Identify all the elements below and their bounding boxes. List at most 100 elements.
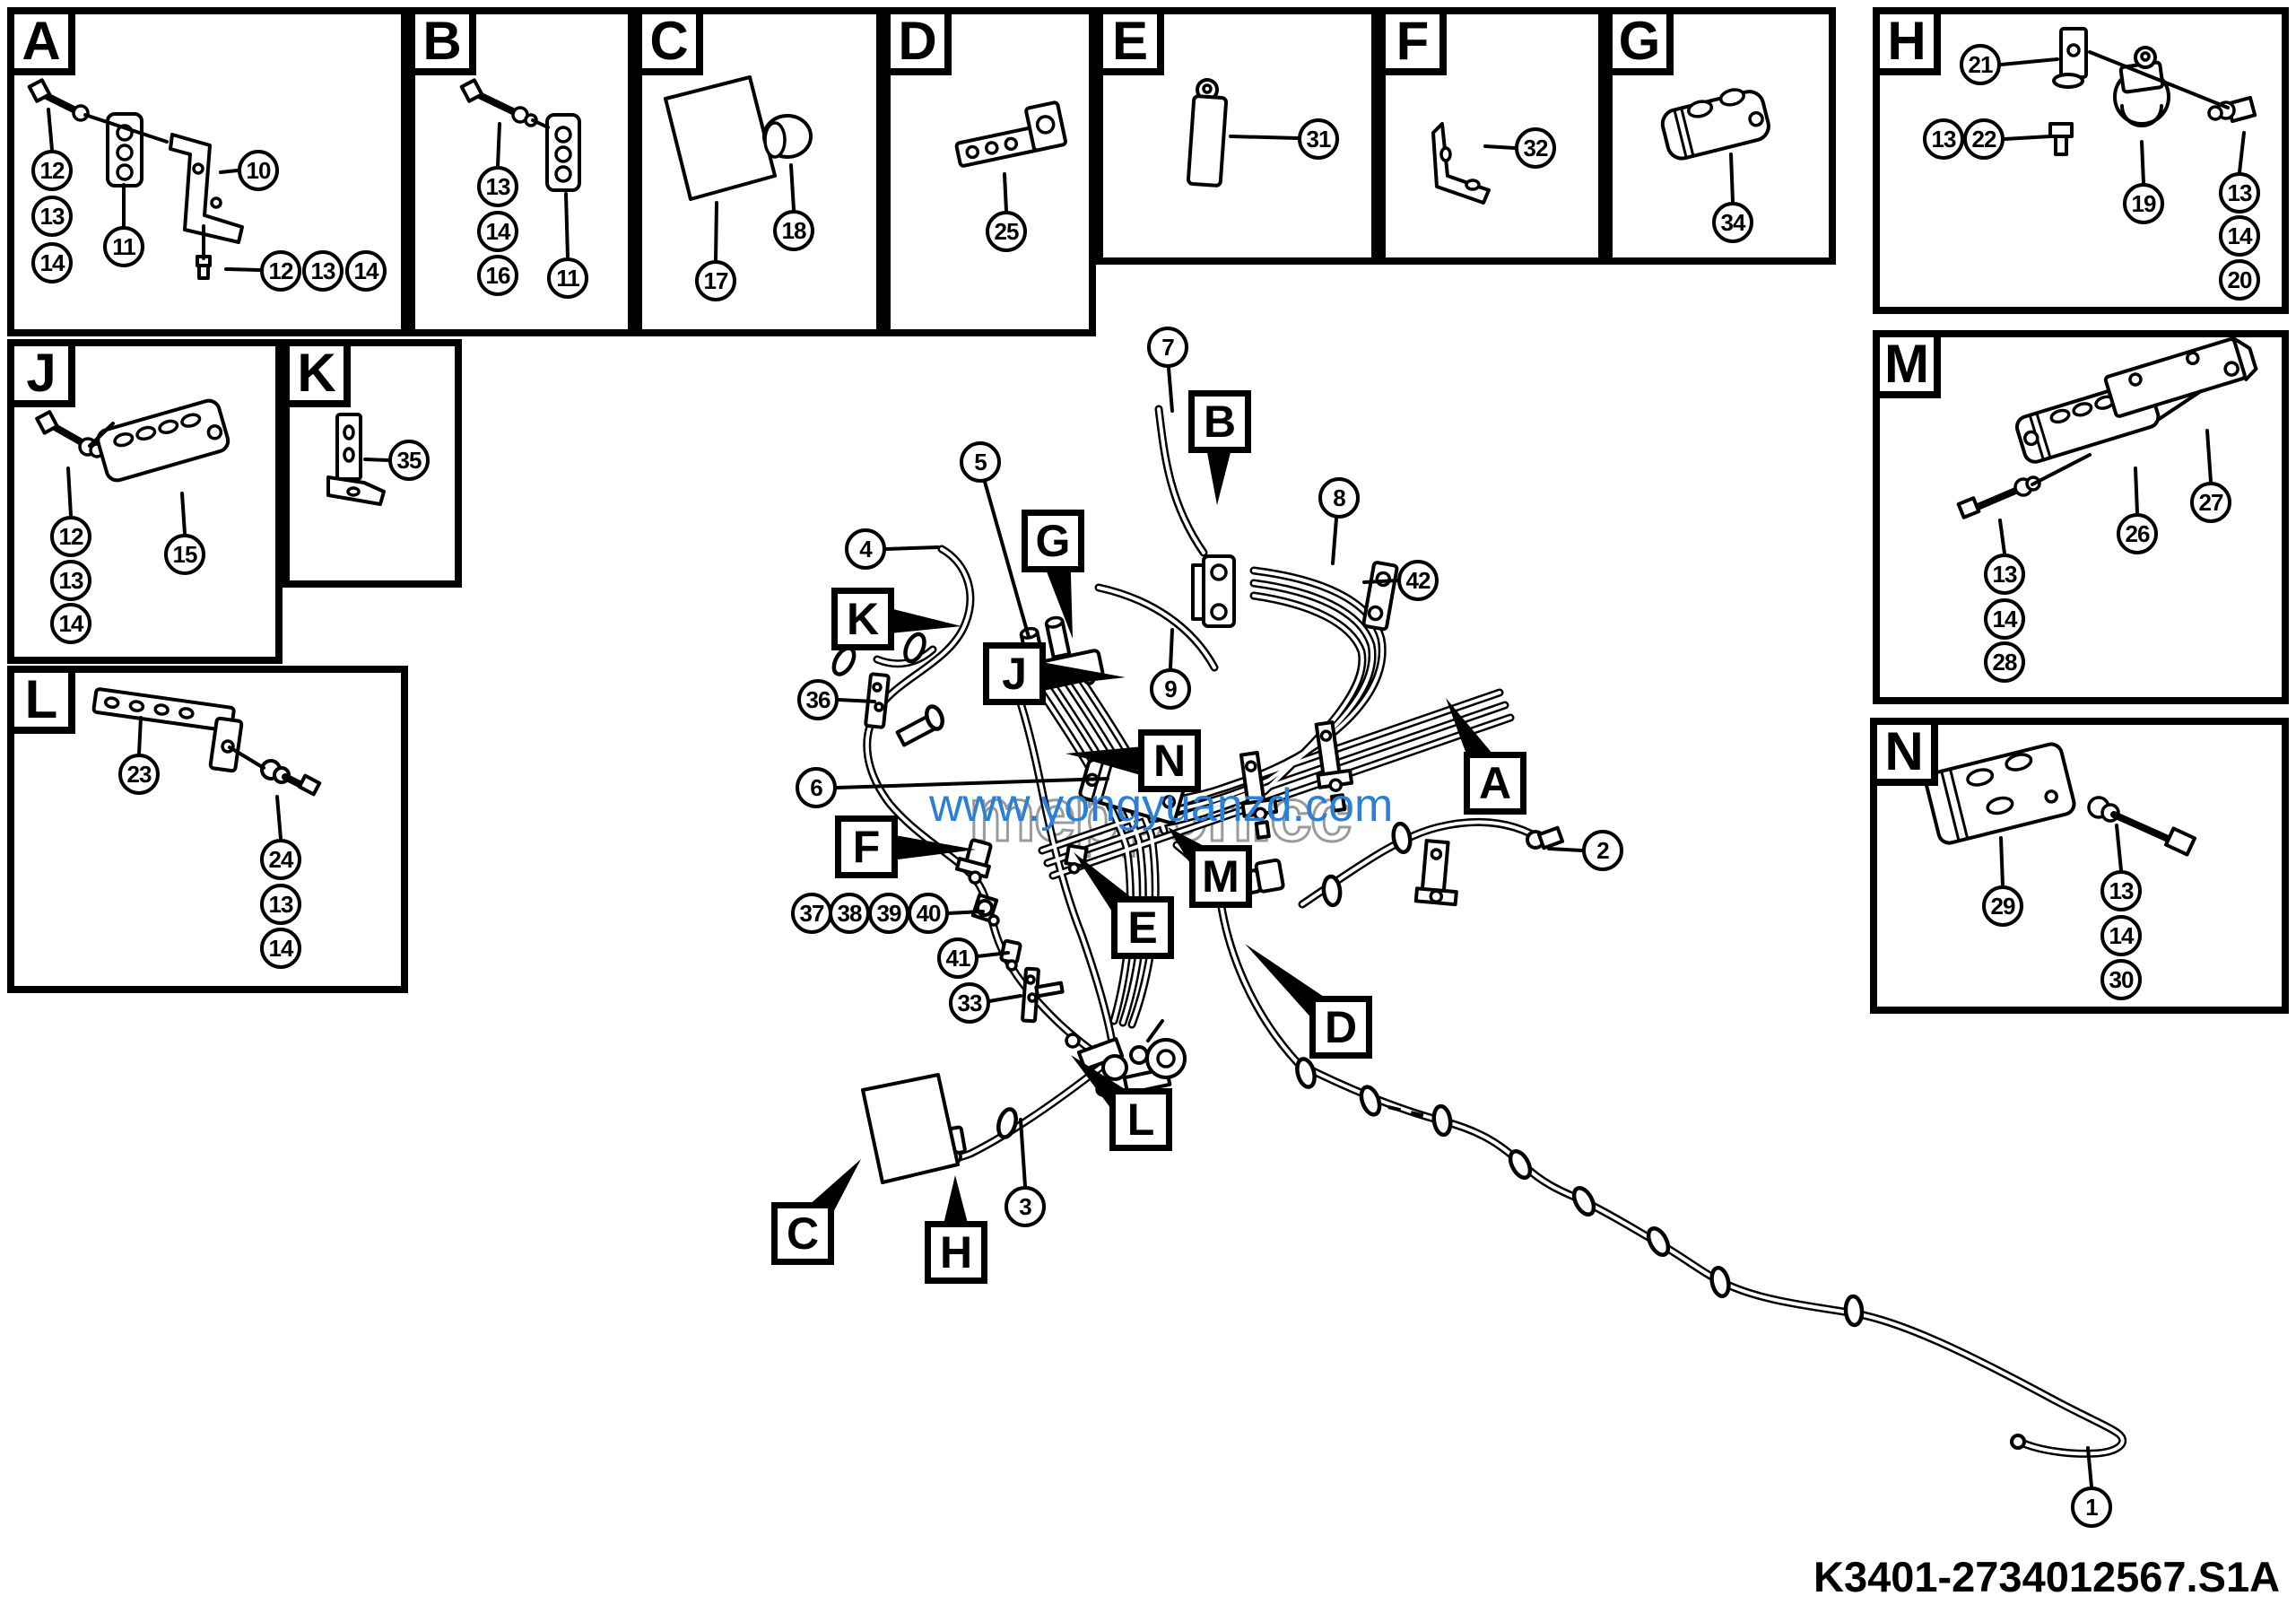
callout-circle-13: 13: [2219, 172, 2260, 214]
inset-l-parts: [91, 687, 322, 797]
pipe-inner: [1218, 894, 1300, 1066]
callout-circle-5: 5: [960, 441, 1001, 483]
inset-box-f: F: [1378, 7, 1605, 265]
pipe-inner: [1157, 407, 1205, 554]
callout-circle-12: 12: [260, 250, 301, 292]
callout-circle-14: 14: [345, 250, 387, 292]
manifold-n: [1078, 758, 1186, 824]
leader-line: [137, 716, 143, 755]
callout-circle-11: 11: [103, 226, 144, 267]
callout-circle-39: 39: [868, 893, 909, 934]
bracket-33: [1021, 966, 1065, 1024]
callout-circle-6: 6: [796, 767, 837, 808]
inset-box-g: G: [1605, 7, 1836, 265]
callout-circle-7: 7: [1147, 327, 1188, 368]
callout-circle-13: 13: [1923, 118, 1964, 160]
inset-n-parts: [1924, 742, 2197, 857]
letter-flag-e: E: [1111, 896, 1174, 959]
inset-h-parts: [2048, 27, 2257, 156]
callout-circle-25: 25: [986, 211, 1027, 252]
inset-e-parts: [1186, 78, 1229, 187]
leader-line: [2086, 1446, 2093, 1488]
callout-circle-30: 30: [2100, 959, 2142, 1000]
drawing-number: K3401-2734012567.S1A: [1813, 1553, 2281, 1600]
inset-label-h: H: [1873, 7, 1941, 75]
callout-circle-14: 14: [50, 603, 91, 644]
callout-circle-13: 13: [477, 166, 518, 207]
callout-circle-41: 41: [937, 937, 978, 979]
leader-line: [83, 113, 169, 144]
letter-flag-f: F: [835, 815, 898, 878]
leader-line: [564, 192, 570, 259]
flag-pointer-k: [888, 608, 961, 634]
leader-line: [224, 267, 262, 272]
inset-c-parts: [664, 75, 813, 201]
inset-label-j: J: [7, 339, 75, 407]
callout-circle-16: 16: [477, 255, 518, 296]
callout-circle-10: 10: [238, 150, 279, 191]
inset-a-parts: [27, 78, 244, 280]
inset-box-k: K: [283, 339, 462, 588]
callout-circle-18: 18: [773, 210, 814, 251]
callout-circle-22: 22: [1963, 118, 2005, 160]
leader-line: [1999, 57, 2059, 66]
inset-m-parts: [1956, 336, 2258, 519]
letter-flag-j: J: [983, 642, 1046, 705]
inset-k-parts: [326, 413, 386, 506]
hanger-brackets: [1239, 720, 1354, 840]
leader-line: [47, 108, 54, 152]
label-sheet: [861, 1073, 960, 1184]
callout-circle-38: 38: [829, 893, 870, 934]
leader-line: [2003, 135, 2052, 141]
callout-circle-17: 17: [695, 260, 736, 301]
inset-j-parts: [35, 398, 230, 483]
callout-circle-13: 13: [50, 560, 91, 601]
leader-line: [2238, 131, 2246, 174]
leader-line: [1999, 836, 2005, 887]
inset-box-n: N: [1870, 718, 2289, 1014]
pipe-inner: [875, 648, 935, 666]
callout-circle-4: 4: [845, 528, 886, 570]
flag-pointer-h: [943, 1175, 969, 1226]
inset-label-k: K: [283, 339, 351, 407]
leader-line: [983, 480, 1031, 639]
callout-circle-20: 20: [2219, 259, 2260, 301]
leader-line: [946, 910, 985, 915]
flag-pointer-j: [1040, 661, 1126, 687]
letter-flag-h: H: [925, 1221, 987, 1284]
inset-box-a: A: [7, 7, 408, 336]
callout-circle-15: 15: [164, 534, 205, 575]
inset-box-h: H: [1873, 7, 2289, 314]
pipe-inner: [1097, 586, 1216, 669]
leader-line: [275, 795, 283, 841]
callout-circle-8: 8: [1318, 477, 1360, 519]
leader-line: [1547, 847, 1584, 852]
callout-circle-13: 13: [2100, 870, 2142, 911]
callout-circle-14: 14: [31, 242, 73, 283]
leader-line: [789, 163, 796, 212]
inset-box-l: L: [7, 666, 408, 993]
pipe-inner: [1064, 678, 1158, 1026]
callout-circle-28: 28: [1984, 641, 2025, 683]
leader-line: [1167, 366, 1174, 413]
inset-label-b: B: [408, 7, 476, 75]
callout-circle-1: 1: [2071, 1487, 2112, 1528]
flag-pointer-g: [1046, 564, 1073, 639]
callout-circle-14: 14: [1984, 598, 2025, 640]
callout-circle-9: 9: [1150, 668, 1191, 710]
leader-line: [219, 169, 239, 174]
leader-line: [2140, 140, 2145, 185]
leader-line: [1362, 579, 1399, 584]
inset-label-f: F: [1378, 7, 1447, 75]
leader-line: [976, 951, 1010, 958]
callout-circle-40: 40: [908, 893, 949, 934]
callout-circle-13: 13: [1984, 554, 2025, 595]
flag-pointer-b: [1206, 448, 1232, 505]
callout-circle-12: 12: [31, 150, 73, 191]
inset-label-c: C: [635, 7, 703, 75]
pipe-inner: [1143, 581, 1375, 816]
callout-circle-26: 26: [2117, 513, 2158, 554]
leader-line: [496, 122, 501, 168]
